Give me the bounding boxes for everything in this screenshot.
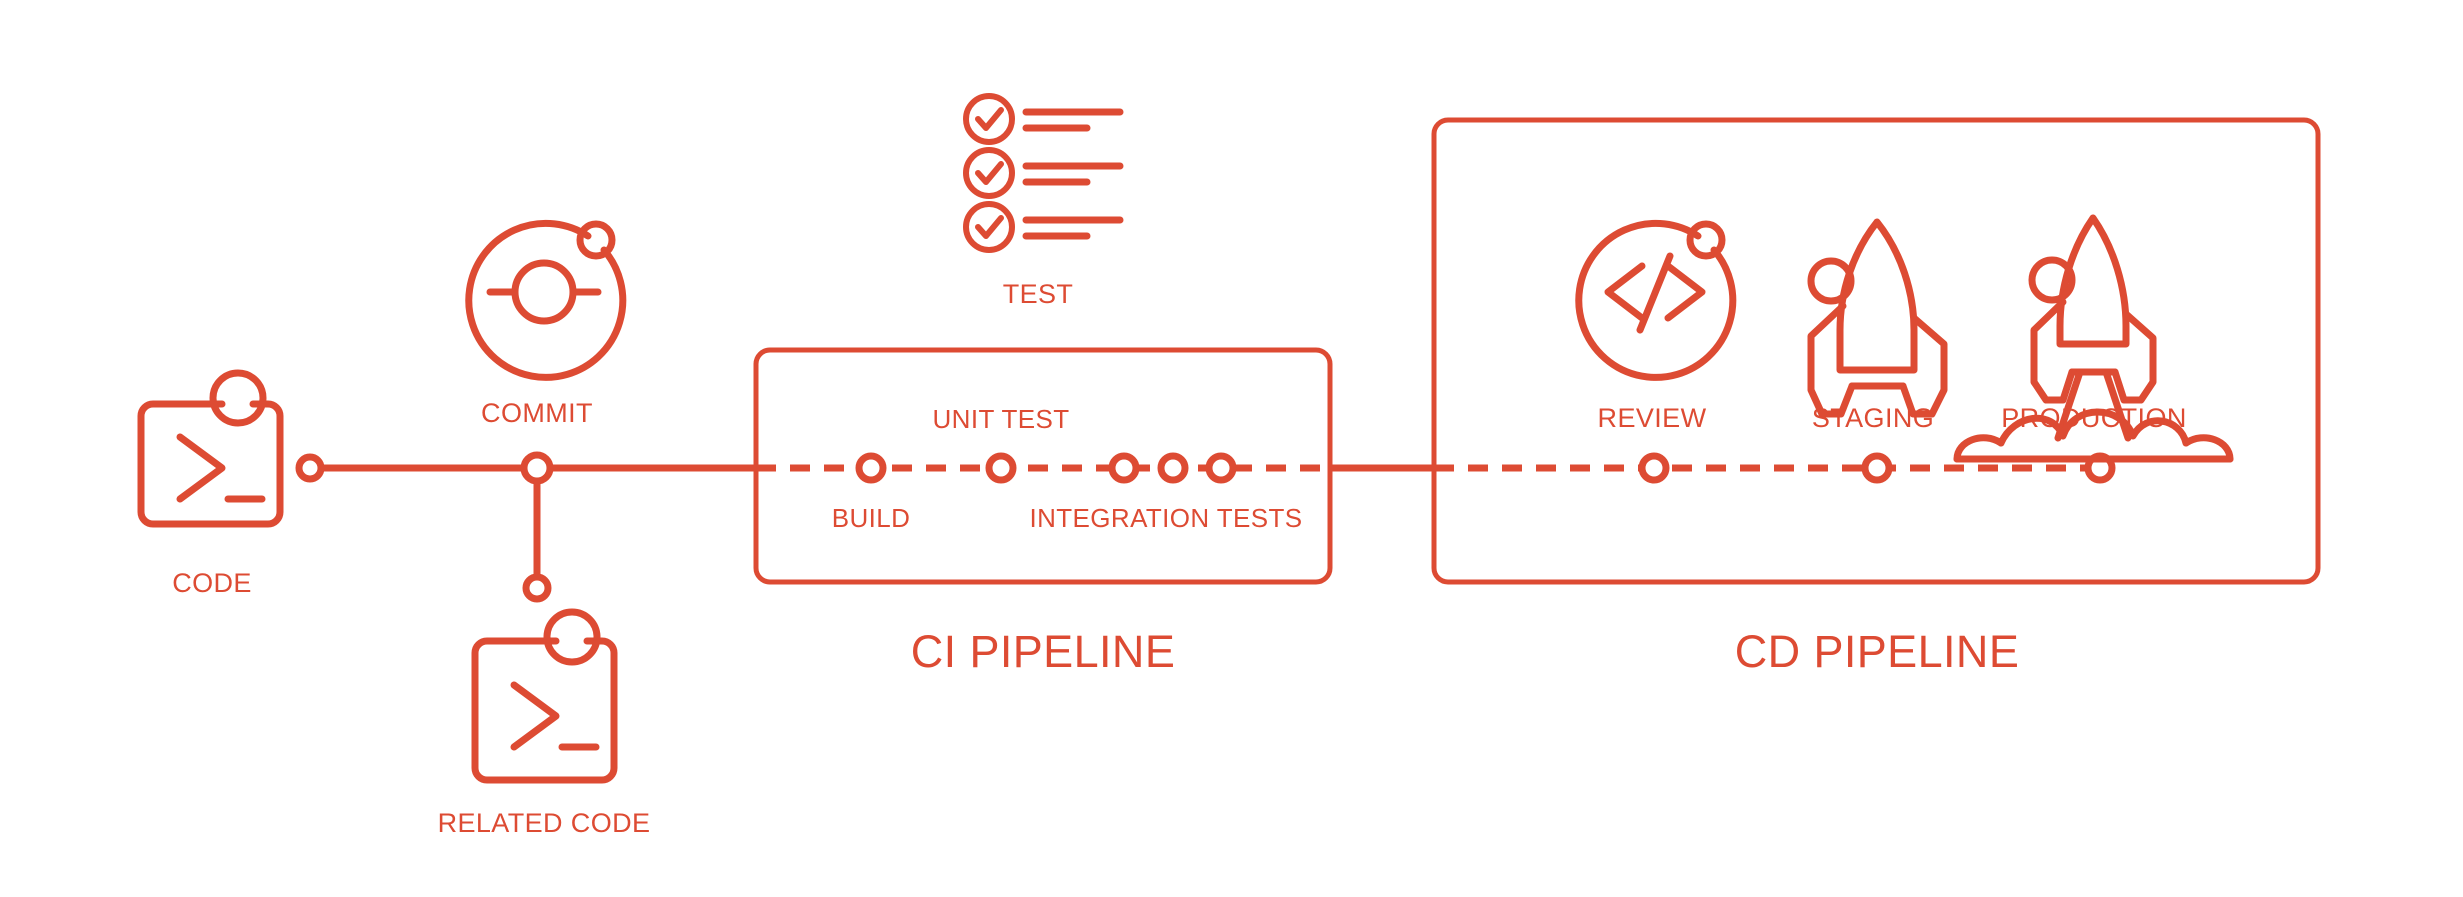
node-integration-test-2[interactable] [1157, 452, 1189, 484]
label-unit-test: UNIT TEST [932, 404, 1070, 434]
label-test: TEST [1002, 279, 1074, 309]
title-ci-pipeline: CI PIPELINE [910, 626, 1176, 677]
node-review[interactable] [1638, 452, 1670, 484]
cd-pipeline-panel [1431, 117, 2321, 585]
node-unit-test[interactable] [985, 452, 1017, 484]
related-code-icon [471, 608, 618, 784]
node-integration-test-1[interactable] [1108, 452, 1140, 484]
rocket-launch-icon [1953, 214, 2234, 463]
node-code-start[interactable] [295, 453, 325, 483]
label-commit: COMMIT [481, 398, 593, 428]
label-code: CODE [172, 568, 252, 598]
code-icon [137, 369, 284, 528]
node-commit[interactable] [520, 451, 554, 485]
rocket-icon [1807, 218, 1948, 418]
label-build: BUILD [831, 503, 911, 533]
code-review-icon [1575, 219, 1737, 381]
label-related-code: RELATED CODE [437, 808, 651, 838]
label-review: REVIEW [1597, 403, 1707, 433]
node-related-code[interactable] [522, 573, 552, 603]
label-integration-tests: INTEGRATION TESTS [1029, 503, 1303, 533]
node-staging[interactable] [1861, 452, 1893, 484]
label-staging: STAGING [1811, 403, 1935, 433]
commit-icon [465, 219, 627, 381]
title-cd-pipeline: CD PIPELINE [1734, 626, 2020, 677]
node-integration-test-3[interactable] [1205, 452, 1237, 484]
label-production: PRODUCTION [2001, 403, 2187, 433]
test-checklist-icon [963, 93, 1124, 253]
node-build[interactable] [855, 452, 887, 484]
